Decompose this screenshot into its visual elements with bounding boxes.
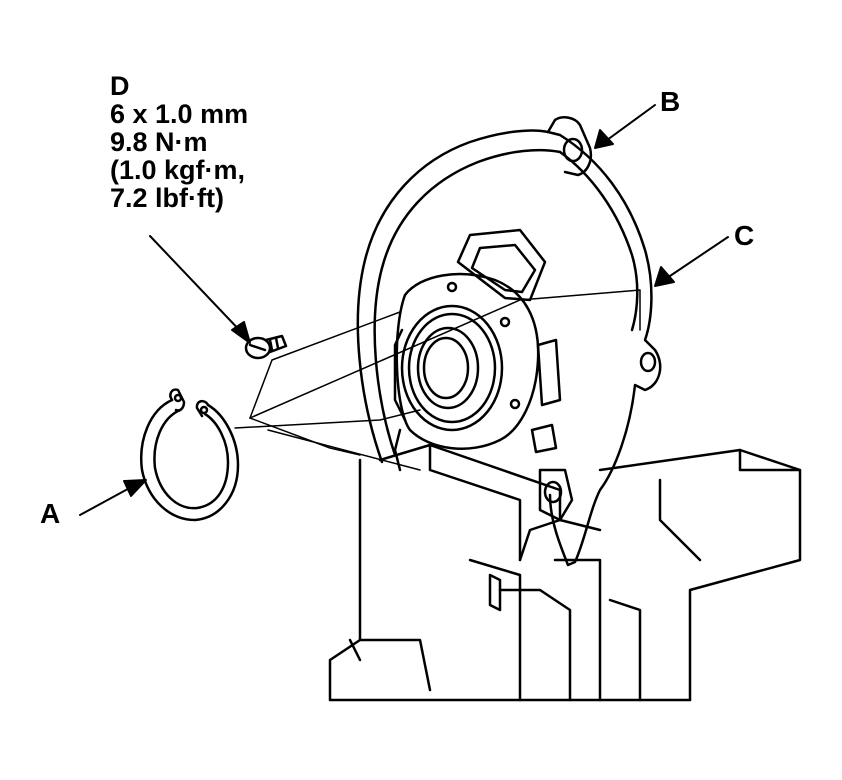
torque-nm: 9.8 N·m: [110, 127, 208, 157]
screw-spec-callout: D 6 x 1.0 mm 9.8 N·m (1.0 kgf·m, 7.2 lbf…: [110, 72, 248, 212]
label-b: B: [660, 86, 681, 117]
label-a: A: [40, 498, 61, 529]
screw-size: 6 x 1.0 mm: [110, 99, 249, 129]
label-c: C: [734, 220, 755, 251]
snap-ring: [140, 388, 240, 522]
flat-head-screw: [244, 334, 288, 360]
installation-plane: [234, 289, 641, 471]
bench-vise: [328, 443, 802, 702]
label-d: D: [110, 71, 130, 101]
torque-kgfm: (1.0 kgf·m,: [110, 155, 246, 185]
splash-shield: [356, 116, 662, 567]
leader-arrows: [79, 104, 729, 516]
hub-bearing-carrier: [393, 272, 540, 472]
torque-lbfft: 7.2 lbf·ft): [110, 183, 224, 213]
